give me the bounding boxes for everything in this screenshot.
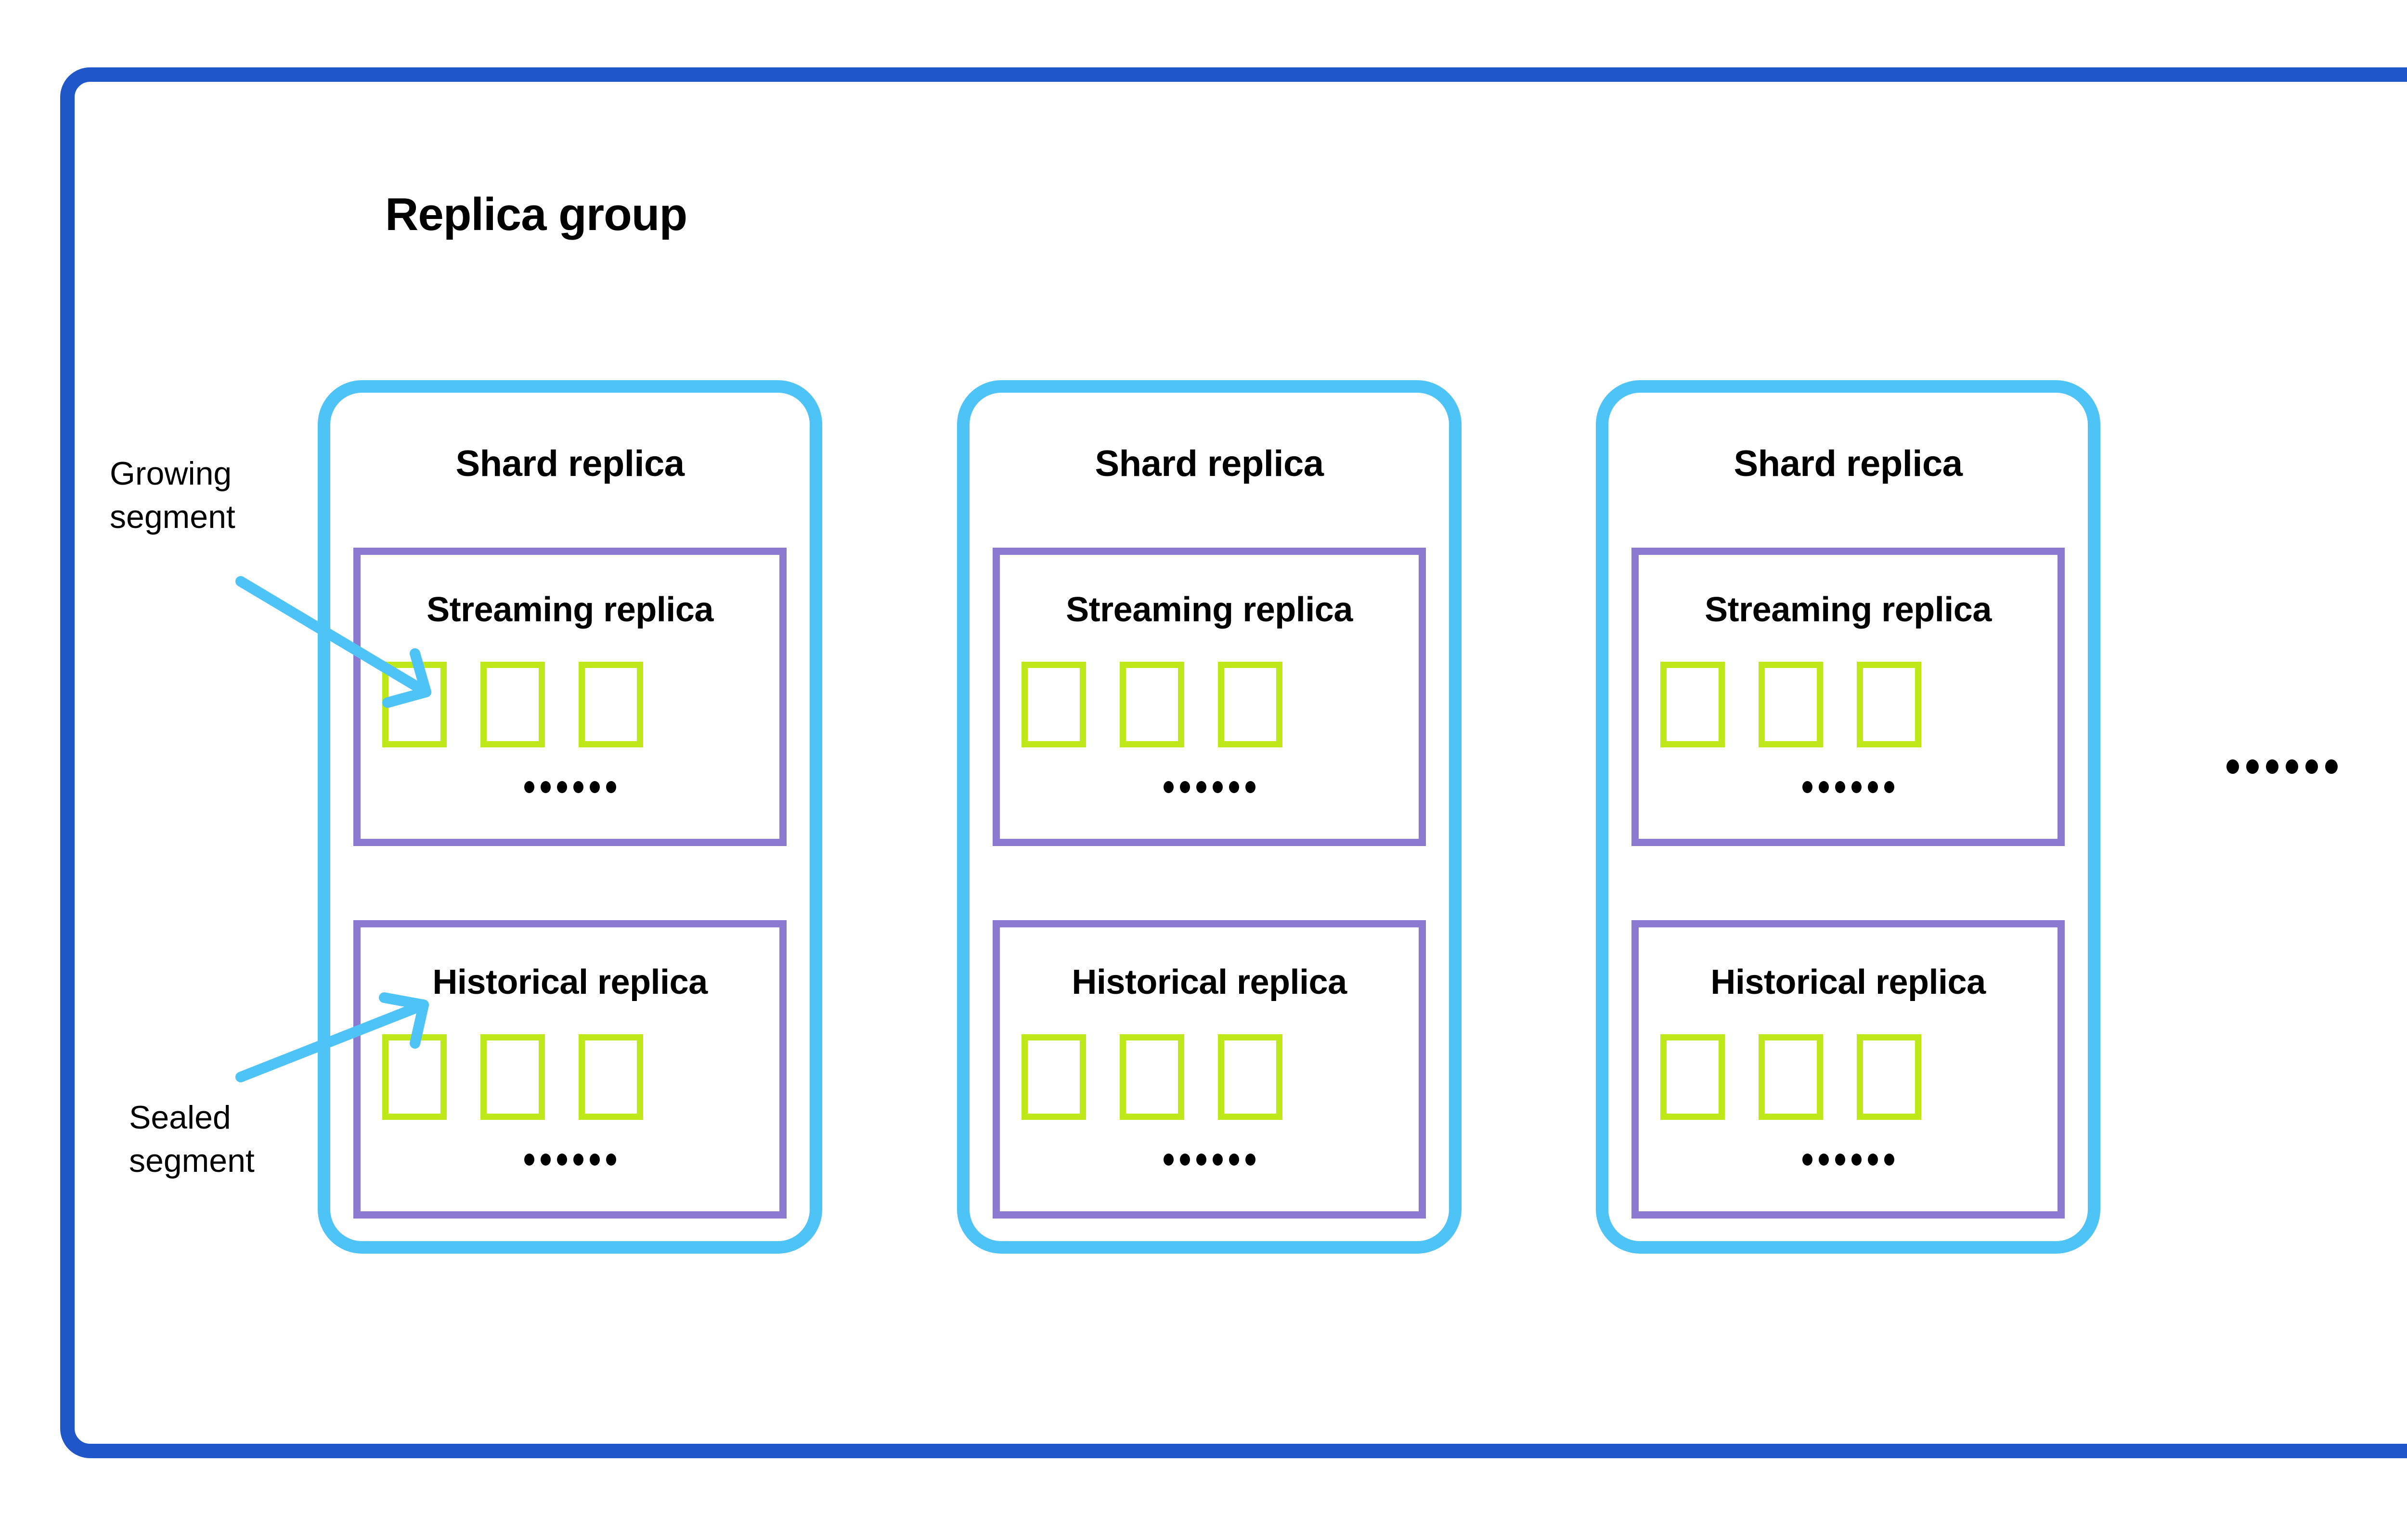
growing-segment[interactable] [1218, 662, 1282, 747]
ellipsis-dot [524, 1154, 534, 1166]
growing-segment[interactable] [1022, 662, 1086, 747]
ellipsis-dot [2246, 759, 2259, 774]
ellipsis-dot [1245, 781, 1255, 793]
sealed-segment[interactable] [1857, 1034, 1921, 1120]
streaming-replica-title: Streaming replica [427, 590, 713, 629]
growing-segment[interactable] [1759, 662, 1823, 747]
ellipsis-dot [540, 781, 551, 793]
growing-segment[interactable] [579, 662, 643, 747]
streaming-replica-box[interactable]: Streaming replica [993, 548, 1426, 846]
ellipsis-dot [1179, 781, 1190, 793]
segments-ellipsis [1639, 1154, 2058, 1166]
segments-ellipsis [1000, 1154, 1419, 1166]
historical-replica-box[interactable]: Historical replica [1631, 920, 2065, 1219]
sealed-segment[interactable] [1660, 1034, 1725, 1120]
sealed-segment-label: Sealed segment [129, 1099, 255, 1179]
historical-replica-title: Historical replica [1710, 963, 1986, 1001]
ellipsis-dot [1212, 781, 1223, 793]
ellipsis-dot [1196, 781, 1206, 793]
growing-segment[interactable] [1120, 662, 1184, 747]
segments-ellipsis [1000, 781, 1419, 793]
ellipsis-dot [524, 781, 534, 793]
ellipsis-dot [1802, 1154, 1812, 1166]
ellipsis-dot [573, 1154, 583, 1166]
growing-segment[interactable] [1660, 662, 1725, 747]
ellipsis-dot [1212, 1154, 1223, 1166]
streaming-replica-title: Streaming replica [1705, 590, 1992, 629]
ellipsis-dot [1229, 781, 1239, 793]
sealed-segment[interactable] [579, 1034, 643, 1120]
ellipsis-dot [589, 1154, 600, 1166]
growing-segment[interactable] [1857, 662, 1921, 747]
ellipsis-dot [1884, 781, 1894, 793]
ellipsis-dot [1851, 781, 1862, 793]
shard-replica-card[interactable]: Shard replica Streaming replica Historic… [318, 380, 822, 1254]
ellipsis-dot [1851, 1154, 1862, 1166]
page-title: Replica group [385, 189, 687, 240]
ellipsis-dot [556, 1154, 567, 1166]
ellipsis-dot [1835, 1154, 1845, 1166]
ellipsis-dot [556, 781, 567, 793]
ellipsis-dot [1245, 1154, 1255, 1166]
ellipsis-dot [1179, 1154, 1190, 1166]
ellipsis-dot [1818, 781, 1829, 793]
segment-row [382, 662, 643, 747]
sealed-segment[interactable] [1759, 1034, 1823, 1120]
historical-replica-title: Historical replica [432, 963, 708, 1001]
ellipsis-dot [606, 781, 616, 793]
ellipsis-dot [606, 1154, 616, 1166]
streaming-replica-box[interactable]: Streaming replica [353, 548, 787, 846]
growing-segment-label: Growing segment [110, 455, 235, 535]
ellipsis-dot [2286, 759, 2298, 774]
ellipsis-dot [1229, 1154, 1239, 1166]
segments-ellipsis [361, 1154, 779, 1166]
ellipsis-dot [1802, 781, 1812, 793]
segment-row [1022, 1034, 1282, 1120]
ellipsis-dot [1196, 1154, 1206, 1166]
ellipsis-dot [1163, 781, 1174, 793]
ellipsis-dot [2226, 759, 2239, 774]
ellipsis-dot [540, 1154, 551, 1166]
shard-replica-card[interactable]: Shard replica Streaming replica Historic… [957, 380, 1462, 1254]
segment-row [1660, 662, 1921, 747]
growing-segment[interactable] [382, 662, 447, 747]
sealed-segment[interactable] [382, 1034, 447, 1120]
historical-replica-box[interactable]: Historical replica [353, 920, 787, 1219]
segment-row [1022, 662, 1282, 747]
segment-row [382, 1034, 643, 1120]
segments-ellipsis [361, 781, 779, 793]
streaming-replica-title: Streaming replica [1066, 590, 1353, 629]
sealed-segment[interactable] [1120, 1034, 1184, 1120]
shard-replica-title: Shard replica [1095, 443, 1324, 484]
ellipsis-dot [2305, 759, 2318, 774]
ellipsis-dot [1835, 781, 1845, 793]
streaming-replica-box[interactable]: Streaming replica [1631, 548, 2065, 846]
sealed-segment[interactable] [1218, 1034, 1282, 1120]
ellipsis-dot [1163, 1154, 1174, 1166]
sealed-segment[interactable] [1022, 1034, 1086, 1120]
more-shards-ellipsis [2226, 759, 2338, 774]
ellipsis-dot [1818, 1154, 1829, 1166]
shard-replica-title: Shard replica [1734, 443, 1963, 484]
ellipsis-dot [573, 781, 583, 793]
ellipsis-dot [1867, 781, 1878, 793]
ellipsis-dot [589, 781, 600, 793]
shard-replica-title: Shard replica [455, 443, 685, 484]
sealed-segment[interactable] [480, 1034, 545, 1120]
shard-replica-card[interactable]: Shard replica Streaming replica Historic… [1596, 380, 2100, 1254]
historical-replica-box[interactable]: Historical replica [993, 920, 1426, 1219]
ellipsis-dot [2266, 759, 2278, 774]
segments-ellipsis [1639, 781, 2058, 793]
growing-segment[interactable] [480, 662, 545, 747]
ellipsis-dot [1884, 1154, 1894, 1166]
ellipsis-dot [1867, 1154, 1878, 1166]
ellipsis-dot [2325, 759, 2338, 774]
historical-replica-title: Historical replica [1072, 963, 1347, 1001]
segment-row [1660, 1034, 1921, 1120]
